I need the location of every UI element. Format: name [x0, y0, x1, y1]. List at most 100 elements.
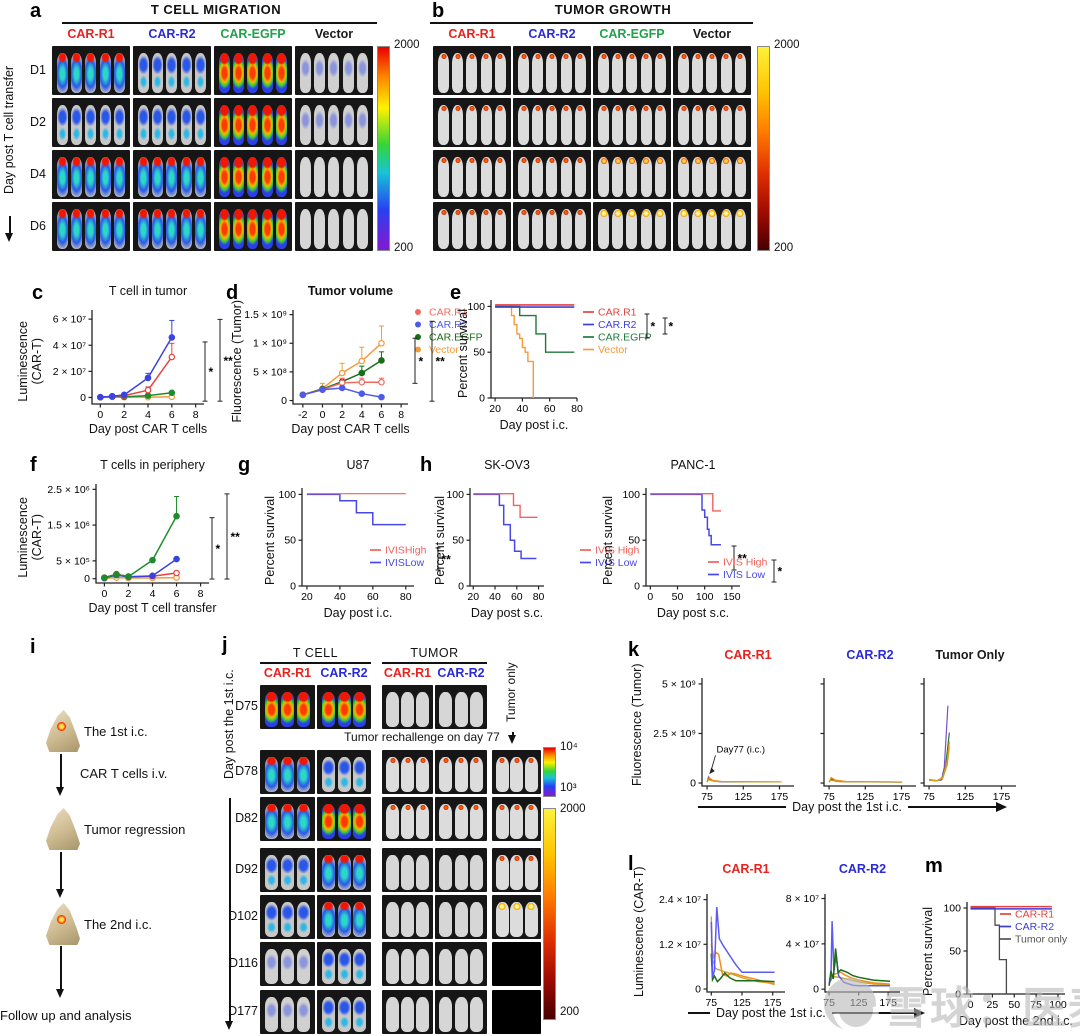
svg-text:2 × 10⁷: 2 × 10⁷	[53, 366, 86, 378]
mouse-silhouette	[113, 157, 125, 197]
mouse-silhouette	[495, 803, 509, 839]
row-label: D92	[235, 862, 258, 876]
mouse-silhouette	[706, 209, 718, 249]
mouse-silhouette	[401, 948, 414, 984]
svg-text:1 × 10⁹: 1 × 10⁹	[253, 338, 287, 350]
mouse-silhouette	[438, 157, 450, 197]
svg-text:2.4 × 10⁷: 2.4 × 10⁷	[659, 894, 701, 906]
svg-text:150: 150	[723, 591, 741, 603]
mouse-silhouette	[574, 53, 586, 93]
mouse-silhouette	[297, 996, 310, 1032]
mouse-silhouette	[261, 209, 273, 249]
column-label: CAR-R2	[320, 666, 368, 680]
panel-label-m: m	[925, 855, 943, 877]
svg-text:5 × 10⁸: 5 × 10⁸	[253, 366, 287, 378]
svg-text:20: 20	[489, 403, 501, 415]
mouse-silhouette	[281, 756, 294, 792]
svg-text:75: 75	[823, 791, 835, 803]
mouse-image-cell	[214, 202, 292, 251]
mouse-silhouette	[692, 157, 704, 197]
svg-text:Day77 (i.c.): Day77 (i.c.)	[716, 744, 765, 755]
mouse-silhouette	[454, 756, 468, 792]
svg-text:0: 0	[647, 591, 653, 603]
mouse-silhouette	[574, 209, 586, 249]
mouse-silhouette	[518, 53, 530, 93]
y-axis-label: Luminescence(CAR-T)	[16, 497, 44, 578]
mouse-silhouette	[466, 105, 478, 145]
chart-title: CAR-R2	[846, 648, 894, 662]
mouse-silhouette	[469, 854, 483, 890]
mouse-silhouette	[321, 901, 335, 937]
colorbar-max: 2000	[394, 39, 420, 51]
mouse-silhouette	[469, 901, 483, 937]
mouse-silhouette	[180, 53, 192, 93]
svg-text:50: 50	[672, 591, 684, 603]
svg-text:80: 80	[571, 403, 583, 415]
svg-text:8: 8	[398, 409, 404, 421]
mouse-image-cell	[435, 848, 487, 892]
mouse-silhouette	[654, 209, 666, 249]
colorbar-min: 200	[560, 1006, 580, 1018]
mouse-silhouette	[138, 53, 150, 93]
y-axis-label: Luminescence(CAR-T)	[16, 320, 44, 402]
mouse-silhouette	[152, 157, 164, 197]
mouse-silhouette	[416, 803, 429, 839]
mouse-silhouette	[692, 209, 704, 249]
mouse-silhouette	[401, 803, 414, 839]
mouse-image-cell	[492, 750, 541, 794]
x-axis-label: Day post CAR T cells	[291, 422, 410, 436]
mouse-image-cell	[492, 942, 541, 986]
arrow-right-icon	[996, 802, 1012, 812]
step-label: CAR T cells i.v.	[80, 766, 168, 781]
mouse-image-cell	[382, 750, 433, 794]
mouse-silhouette	[452, 157, 464, 197]
mouse-silhouette	[416, 901, 429, 937]
mouse-image-cell	[260, 848, 315, 892]
mouse-silhouette	[247, 209, 259, 249]
panel-label-c: c	[32, 282, 44, 304]
panel-label-k: k	[628, 639, 640, 661]
x-axis-label: Day post i.c.	[323, 606, 393, 620]
svg-text:*: *	[419, 354, 424, 368]
mouse-silhouette	[138, 105, 150, 145]
mouse-silhouette	[281, 901, 294, 937]
group-title: TUMOR GROWTH	[554, 2, 672, 17]
mouse-image-cell	[433, 98, 511, 147]
svg-text:*: *	[209, 365, 214, 379]
svg-text:CAR.R2: CAR.R2	[429, 319, 468, 331]
mouse-image-cell	[673, 98, 751, 147]
mouse-image-cell	[52, 150, 130, 199]
mouse-silhouette	[113, 209, 125, 249]
svg-text:8: 8	[193, 409, 199, 421]
svg-text:25: 25	[987, 999, 999, 1011]
row-label: D6	[30, 218, 46, 233]
mouse-silhouette	[180, 209, 192, 249]
svg-text:175: 175	[764, 997, 782, 1009]
mouse-silhouette	[386, 691, 399, 727]
mouse-silhouette	[152, 53, 164, 93]
mouse-image-cell	[260, 895, 315, 939]
mouse-silhouette	[469, 996, 483, 1032]
mouse-silhouette	[71, 53, 83, 93]
svg-text:**: **	[442, 553, 452, 567]
mouse-silhouette	[640, 105, 652, 145]
mouse-silhouette	[328, 157, 340, 197]
mouse-silhouette	[281, 691, 294, 727]
row-label: D1	[30, 62, 46, 77]
mouse-silhouette	[560, 209, 572, 249]
svg-text:100: 100	[696, 591, 714, 603]
mouse-image-cell	[435, 685, 487, 729]
mouse-silhouette	[265, 854, 278, 890]
mouse-silhouette	[452, 209, 464, 249]
step-label: The 1st i.c.	[84, 724, 148, 739]
mouse-silhouette	[233, 53, 245, 93]
mouse-silhouette	[454, 803, 468, 839]
svg-text:2.5 × 10⁶: 2.5 × 10⁶	[47, 484, 90, 496]
mouse-silhouette	[297, 803, 310, 839]
mouse-silhouette	[99, 157, 111, 197]
x-axis-label: Day post the 2nd i.c.	[959, 1014, 1073, 1028]
mouse-silhouette	[518, 105, 530, 145]
